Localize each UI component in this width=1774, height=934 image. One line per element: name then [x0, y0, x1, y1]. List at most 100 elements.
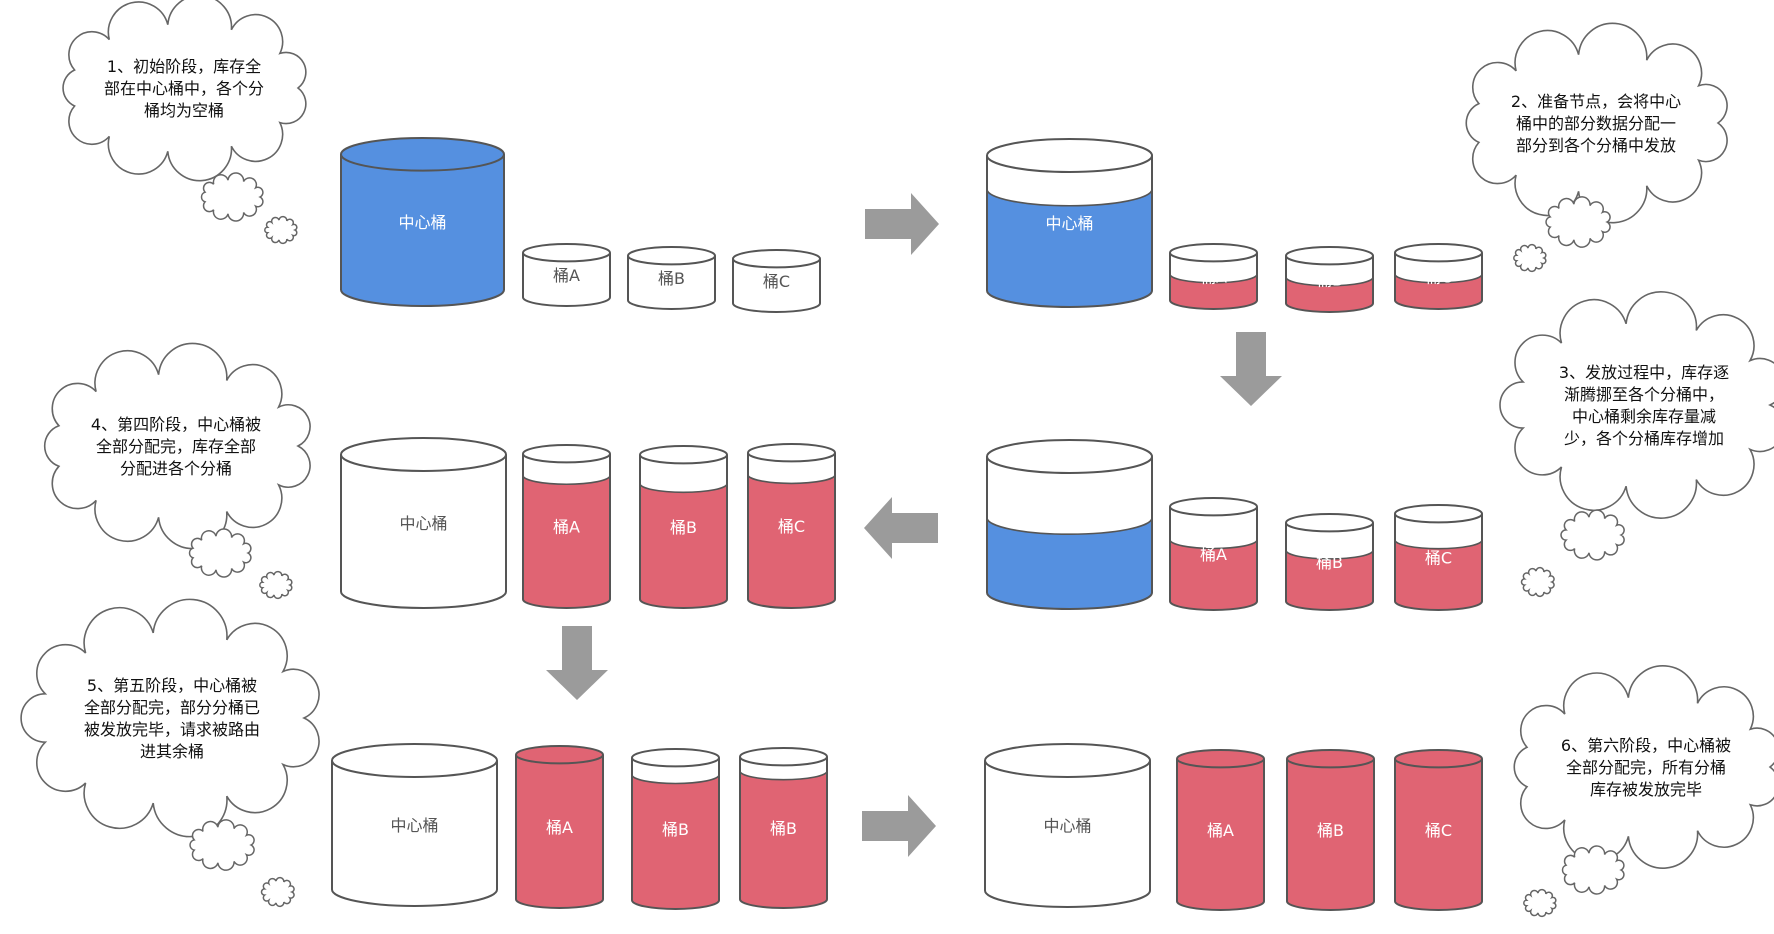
- stage-6-bucket-3-fill: [1395, 758, 1482, 910]
- stage-4-bucket-1: 桶A: [522, 444, 611, 609]
- stage-6-bubble-tail-puff: [1561, 845, 1625, 895]
- stage-5-bubble-line: 进其余桶: [140, 742, 204, 761]
- arrow-stage-1-to-2: [865, 193, 939, 255]
- stage-1-bubble-line: 1、初始阶段，库存全: [107, 57, 261, 76]
- stage-2-bucket-3-fill: [1395, 274, 1482, 309]
- stage-2-center-bucket-label: 中心桶: [1045, 214, 1093, 233]
- stage-1-bucket-1: 桶A: [522, 243, 611, 307]
- stage-3-bucket-3-fill: [1395, 539, 1482, 610]
- stage-4-bubble-line: 全部分配完，库存全部: [96, 437, 256, 456]
- stage-5-center-bucket-label: 中心桶: [390, 816, 438, 835]
- stage-5-bubble-tail-puff: [260, 876, 295, 908]
- stage-4-bucket-3-label: 桶C: [778, 517, 805, 536]
- stage-6-center-bucket: 中心桶: [984, 743, 1151, 908]
- stage-6-buckets: 中心桶桶A 桶B 桶C: [984, 743, 1483, 911]
- stage-3-bubble-line: 中心桶剩余库存量减: [1572, 407, 1716, 426]
- stage-5-bucket-3-label: 桶B: [770, 819, 797, 838]
- stage-5-bubble-line: 全部分配完，部分分桶已: [84, 698, 260, 717]
- stage-3-bubble-tail-puff: [1560, 509, 1625, 561]
- stage-5-center-bucket: 中心桶: [331, 743, 498, 907]
- stage-2-bucket-2-fill: [1286, 277, 1373, 312]
- stage-3-bucket-2-fill: [1286, 550, 1373, 610]
- stage-2-bucket-2-label: 桶B: [1316, 271, 1343, 290]
- stage-2-bucket-3-label: 桶C: [1425, 268, 1452, 287]
- stage-4-bubble-tail-puff: [259, 570, 293, 600]
- stage-6-bucket-2: 桶B: [1286, 749, 1375, 911]
- flow-arrows: [546, 193, 1282, 857]
- stage-4-bucket-3: 桶C: [747, 443, 836, 609]
- stage-1-center-bucket: 中心桶: [340, 137, 505, 307]
- stage-3-bucket-1-fill: [1170, 539, 1257, 610]
- stage-6-bucket-2-fill: [1287, 758, 1374, 910]
- stage-6-bubble-line: 6、第六阶段，中心桶被: [1561, 736, 1731, 755]
- stage-6-bucket-2-label: 桶B: [1317, 821, 1344, 840]
- stage-3-center-bucket-fill: [987, 517, 1152, 609]
- stage-3-bucket-3-label: 桶C: [1425, 549, 1452, 568]
- stage-1-bucket-1-label: 桶A: [553, 266, 580, 285]
- stage-3-center-bucket: 中心桶: [986, 439, 1153, 610]
- stage-2-bucket-3: 桶C: [1394, 243, 1483, 310]
- stage-2-bubble-line: 部分到各个分桶中发放: [1516, 136, 1676, 155]
- stage-5-bucket-3: 桶B: [739, 747, 828, 909]
- stage-3-bubble-line: 渐腾挪至各个分桶中，: [1564, 385, 1724, 404]
- stage-1-bubble-line: 桶均为空桶: [144, 101, 224, 120]
- stage-1-bucket-3-label: 桶C: [763, 272, 790, 291]
- arrow-stage-2-to-3: [1220, 332, 1282, 406]
- stage-2-center-bucket: 中心桶: [986, 138, 1153, 308]
- stage-4-bucket-1-fill: [523, 475, 610, 608]
- stage-4-bucket-1-label: 桶A: [553, 518, 580, 537]
- stage-1-bubble-tail-puff: [264, 215, 298, 245]
- stage-4-bubble-line: 4、第四阶段，中心桶被: [91, 415, 261, 434]
- stage-1-center-bucket-fill: [341, 154, 504, 307]
- stage-6-bucket-1: 桶A: [1176, 749, 1265, 911]
- stage-2-bubble-tail-puff: [1545, 196, 1611, 248]
- stage-3-bucket-1-label: 桶A: [1200, 545, 1227, 564]
- stage-2-bucket-2: 桶B: [1285, 246, 1374, 313]
- stage-4-buckets: 中心桶 桶A 桶B 桶C: [340, 437, 836, 609]
- stage-4-bucket-2-fill: [640, 483, 727, 608]
- stage-5-bubble-tail-puff: [189, 819, 255, 871]
- stage-2-center-bucket-fill: [987, 189, 1152, 308]
- stage-4-center-bucket-label: 中心桶: [399, 514, 447, 533]
- stage-5-bucket-2-fill: [632, 774, 719, 909]
- stage-1-bucket-2: 桶B: [627, 246, 716, 310]
- arrow-stage-3-to-4: [864, 497, 938, 559]
- stage-5-bucket-2-label: 桶B: [662, 820, 689, 839]
- stage-1-bucket-2-label: 桶B: [658, 269, 685, 288]
- arrow-stage-4-to-5: [546, 626, 608, 700]
- stage-2-bucket-1: 桶A: [1169, 243, 1258, 310]
- stage-3-bucket-2-label: 桶B: [1316, 553, 1343, 572]
- stage-1-center-bucket-label: 中心桶: [398, 213, 446, 232]
- stage-4-bucket-2-label: 桶B: [670, 518, 697, 537]
- stage-5-bucket-2: 桶B: [631, 748, 720, 910]
- stage-6-bubble-line: 全部分配完，所有分桶: [1566, 758, 1726, 777]
- stage-5-bucket-1-label: 桶A: [546, 818, 573, 837]
- stage-4-bucket-3-fill: [748, 474, 835, 608]
- stage-1-bubble-line: 部在中心桶中，各个分: [104, 79, 264, 98]
- stage-3-bucket-3: 桶C: [1394, 504, 1483, 611]
- stage-3-bubble-tail-puff: [1520, 566, 1555, 598]
- stage-6-bucket-3-label: 桶C: [1425, 821, 1452, 840]
- stage-2-bucket-1-label: 桶A: [1200, 268, 1227, 287]
- stage-6-bubble-tail-puff: [1523, 888, 1557, 918]
- stage-3-center-bucket-label: 中心桶: [1045, 516, 1093, 535]
- stage-4-bubble-tail-puff: [188, 528, 252, 578]
- stage-2-bucket-1-fill: [1170, 274, 1257, 309]
- stage-1-bubble-tail-puff: [200, 172, 264, 222]
- stage-5-buckets: 中心桶 桶A 桶B 桶B: [331, 743, 828, 910]
- stage-6-bubble-line: 库存被发放完毕: [1590, 780, 1702, 799]
- stage-3-bubble-line: 少，各个分桶库存增加: [1564, 429, 1724, 448]
- stage-4-bubble-line: 分配进各个分桶: [120, 459, 232, 478]
- stage-5-bubble-line: 5、第五阶段，中心桶被: [87, 676, 257, 695]
- stage-5-bubble-line: 被发放完毕，请求被路由: [84, 720, 260, 739]
